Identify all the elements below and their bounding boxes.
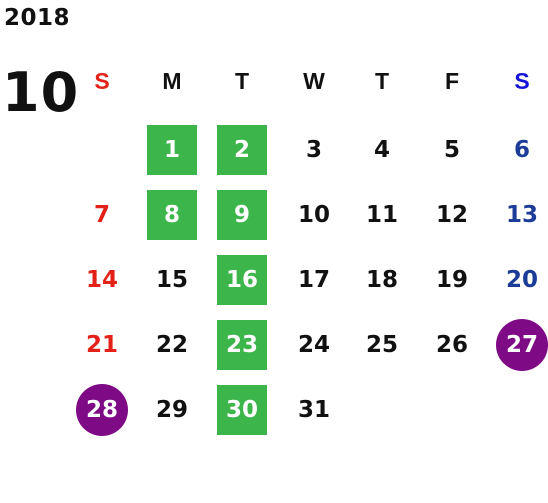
day-cell[interactable]: 14 — [85, 267, 118, 293]
day-cell-highlighted-green[interactable]: 16 — [217, 255, 267, 305]
day-cell[interactable]: 17 — [297, 267, 330, 293]
day-cell[interactable]: 22 — [155, 332, 188, 358]
weekday-header-sat: S — [514, 68, 530, 94]
day-cell[interactable]: 31 — [297, 397, 330, 423]
weekday-header-thu: T — [374, 68, 390, 94]
day-cell-highlighted-green[interactable]: 1 — [147, 125, 197, 175]
day-cell[interactable]: 20 — [505, 267, 538, 293]
day-cell[interactable]: 21 — [85, 332, 118, 358]
day-cell[interactable]: 7 — [93, 202, 110, 228]
day-cell[interactable]: 19 — [435, 267, 468, 293]
day-cell-highlighted-green[interactable]: 9 — [217, 190, 267, 240]
day-cell[interactable]: 26 — [435, 332, 468, 358]
day-cell[interactable]: 29 — [155, 397, 188, 423]
day-cell[interactable]: 3 — [305, 137, 322, 163]
day-cell[interactable]: 4 — [373, 137, 390, 163]
month-number: 10 — [2, 61, 80, 124]
day-cell[interactable]: 13 — [505, 202, 538, 228]
weekday-header-wed: W — [303, 68, 325, 94]
day-cell[interactable]: 12 — [435, 202, 468, 228]
day-cell-highlighted-green[interactable]: 30 — [217, 385, 267, 435]
day-cell[interactable]: 10 — [297, 202, 330, 228]
day-cell-highlighted-green[interactable]: 23 — [217, 320, 267, 370]
day-cell[interactable]: 11 — [365, 202, 398, 228]
day-cell[interactable]: 5 — [443, 137, 460, 163]
day-cell[interactable]: 6 — [513, 137, 530, 163]
day-cell[interactable]: 25 — [365, 332, 398, 358]
day-cell-highlighted-green[interactable]: 2 — [217, 125, 267, 175]
day-cell[interactable]: 15 — [155, 267, 188, 293]
day-cell[interactable]: 24 — [297, 332, 330, 358]
day-cell[interactable]: 18 — [365, 267, 398, 293]
weekday-header-tue: T — [234, 68, 250, 94]
weekday-header-mon: M — [162, 68, 182, 94]
year-label: 2018 — [4, 5, 71, 31]
day-cell-highlighted-green[interactable]: 8 — [147, 190, 197, 240]
weekday-header-fri: F — [444, 68, 460, 94]
weekday-header-sun: S — [94, 68, 110, 94]
day-cell-highlighted-purple[interactable]: 28 — [76, 384, 128, 436]
day-cell-highlighted-purple[interactable]: 27 — [496, 319, 548, 371]
